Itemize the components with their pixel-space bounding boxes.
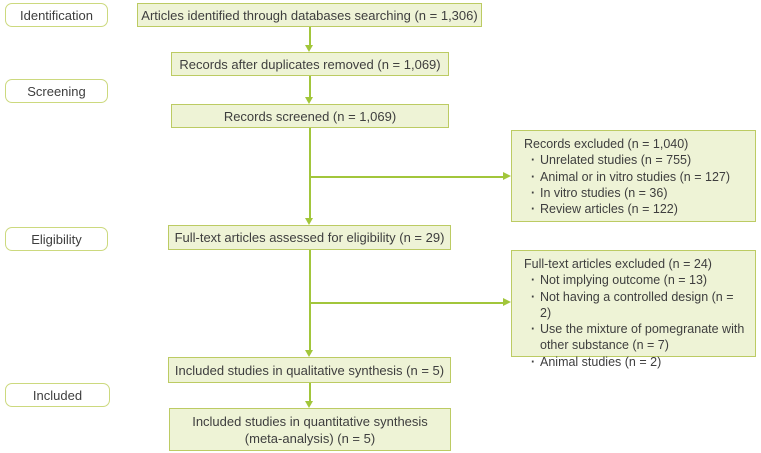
fulltext-excluded-title: Full-text articles excluded (n = 24) xyxy=(524,257,712,271)
records-excluded-item: In vitro studies (n = 36) xyxy=(524,185,747,202)
box-records-excluded: Records excluded (n = 1,040) Unrelated s… xyxy=(511,130,756,222)
fulltext-excluded-item: Not implying outcome (n = 13) xyxy=(524,272,747,289)
box-quantitative-line2: (meta-analysis) (n = 5) xyxy=(244,430,376,446)
box-qualitative-synthesis: Included studies in qualitative synthesi… xyxy=(168,357,451,383)
records-excluded-item: Animal or in vitro studies (n = 127) xyxy=(524,169,747,186)
arrowhead-down-icon xyxy=(305,45,313,52)
connector-fulltext-to-fulltext-excluded xyxy=(309,302,503,304)
connector-screened-to-fulltext xyxy=(309,128,311,218)
box-records-screened: Records screened (n = 1,069) xyxy=(171,104,449,128)
arrowhead-down-icon xyxy=(305,218,313,225)
fulltext-excluded-list: Not implying outcome (n = 13) Not having… xyxy=(524,272,747,370)
connector-qualitative-to-quantitative xyxy=(309,383,311,401)
box-articles-identified: Articles identified through databases se… xyxy=(137,3,482,27)
box-fulltext-excluded: Full-text articles excluded (n = 24) Not… xyxy=(511,250,756,370)
stage-label-identification: Identification xyxy=(5,3,108,27)
connector-fulltext-to-qualitative xyxy=(309,250,311,350)
arrowhead-right-icon xyxy=(503,172,511,180)
arrowhead-right-icon xyxy=(503,298,511,306)
arrowhead-down-icon xyxy=(305,350,313,357)
box-quantitative-line1: Included studies in quantitative synthes… xyxy=(192,413,428,429)
box-duplicates-removed: Records after duplicates removed (n = 1,… xyxy=(171,52,449,76)
stage-label-eligibility: Eligibility xyxy=(5,227,108,251)
fulltext-excluded-item: Animal studies (n = 2) xyxy=(524,354,747,371)
stage-label-screening: Screening xyxy=(5,79,108,103)
connector-identified-to-deduplicated xyxy=(309,27,311,46)
connector-deduplicated-to-screened xyxy=(309,76,311,98)
records-excluded-item: Review articles (n = 122) xyxy=(524,201,747,218)
fulltext-excluded-item: Not having a controlled design (n = 2) xyxy=(524,289,747,322)
stage-label-included: Included xyxy=(5,383,110,407)
records-excluded-title: Records excluded (n = 1,040) xyxy=(524,137,689,151)
records-excluded-item: Unrelated studies (n = 755) xyxy=(524,152,747,169)
records-excluded-list: Unrelated studies (n = 755) Animal or in… xyxy=(524,152,747,217)
box-quantitative-synthesis: Included studies in quantitative synthes… xyxy=(169,408,451,451)
arrowhead-down-icon xyxy=(305,97,313,104)
box-fulltext-assessed: Full-text articles assessed for eligibil… xyxy=(168,225,451,250)
connector-screened-to-records-excluded xyxy=(309,176,503,178)
fulltext-excluded-item: Use the mixture of pomegranate with othe… xyxy=(524,321,747,354)
arrowhead-down-icon xyxy=(305,401,313,408)
